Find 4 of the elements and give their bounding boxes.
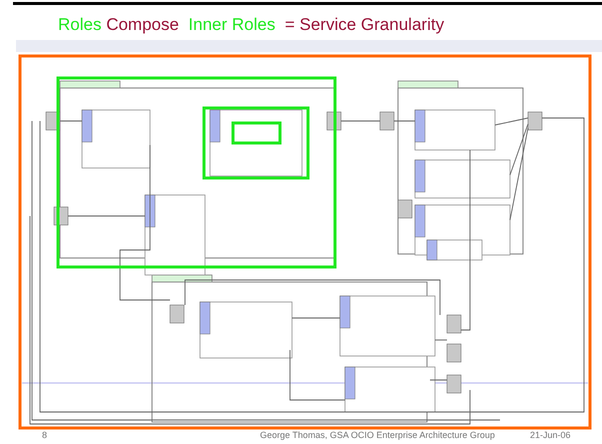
slide-title: Roles Compose Inner Roles = Service Granularity [58, 15, 444, 35]
footer-text: George Thomas, GSA OCIO Enterprise Architecture Group [260, 430, 495, 440]
slide-number: 8 [42, 430, 48, 440]
footer-date: 21-Jun-06 [530, 430, 571, 440]
